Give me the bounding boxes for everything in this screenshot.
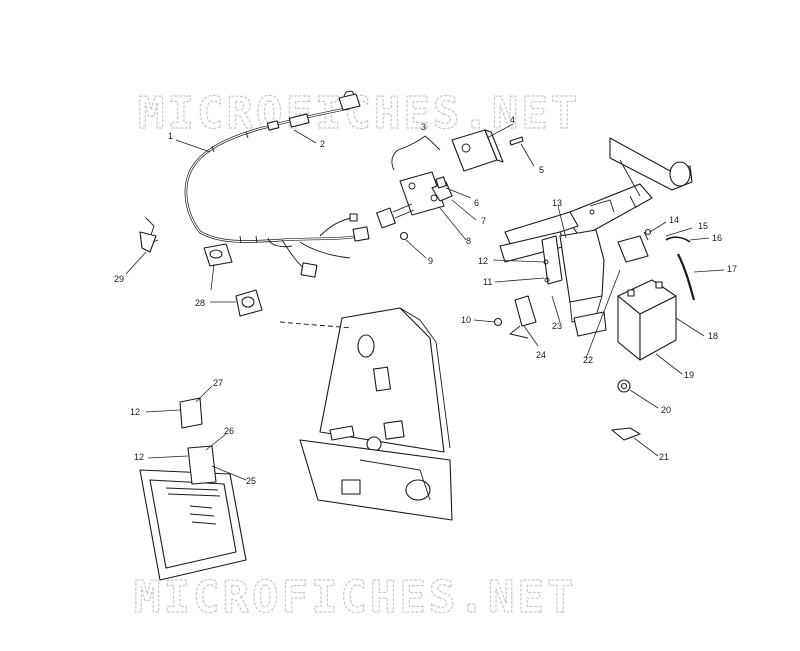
callout-27: 27 bbox=[213, 378, 223, 388]
callout-23: 23 bbox=[552, 321, 562, 331]
callout-22: 22 bbox=[583, 355, 593, 365]
leader-lines bbox=[125, 123, 725, 481]
callout-28: 28 bbox=[195, 298, 205, 308]
callout-2: 2 bbox=[320, 139, 325, 149]
callout-12-lower: 12 bbox=[134, 452, 144, 462]
tail-light-assembly bbox=[376, 129, 524, 241]
callout-29: 29 bbox=[114, 274, 124, 284]
callout-10: 10 bbox=[461, 315, 471, 325]
callout-16: 16 bbox=[712, 233, 722, 243]
callout-24: 24 bbox=[536, 350, 546, 360]
callout-18: 18 bbox=[708, 331, 718, 341]
callout-6: 6 bbox=[474, 198, 479, 208]
callout-5: 5 bbox=[539, 165, 544, 175]
battery-bracket bbox=[493, 229, 607, 339]
callout-7: 7 bbox=[481, 216, 486, 226]
callout-3: 3 bbox=[421, 122, 426, 132]
mud-flap-ribs bbox=[165, 487, 221, 525]
callout-17: 17 bbox=[727, 264, 737, 274]
vehicle-frame bbox=[499, 137, 693, 263]
callout-4: 4 bbox=[510, 115, 515, 125]
watermark-top: MICROFICHES.NET bbox=[138, 88, 580, 139]
callout-15: 15 bbox=[698, 221, 708, 231]
callout-25: 25 bbox=[246, 476, 256, 486]
small-parts bbox=[139, 217, 263, 317]
callout-12-upper: 12 bbox=[478, 256, 488, 266]
callout-1: 1 bbox=[168, 131, 173, 141]
callout-20: 20 bbox=[661, 405, 671, 415]
battery-cables bbox=[611, 228, 696, 441]
callout-8: 8 bbox=[466, 236, 471, 246]
callout-labels: 1 2 3 4 5 6 7 8 9 10 11 12 12 12 13 14 1… bbox=[114, 115, 737, 486]
watermark-bottom: MICROFICHES.NET bbox=[134, 572, 576, 623]
callout-9: 9 bbox=[428, 256, 433, 266]
rear-panel bbox=[279, 307, 453, 521]
battery bbox=[617, 235, 677, 361]
callout-14: 14 bbox=[669, 215, 679, 225]
callout-19: 19 bbox=[684, 370, 694, 380]
mud-flap-assembly bbox=[139, 397, 247, 581]
callout-12-left: 12 bbox=[130, 407, 140, 417]
wiring-harness bbox=[184, 90, 370, 278]
callout-11: 11 bbox=[483, 277, 492, 287]
callout-13: 13 bbox=[552, 198, 562, 208]
callout-21: 21 bbox=[659, 452, 669, 462]
harness-tape-marks bbox=[211, 131, 258, 244]
callout-26: 26 bbox=[224, 426, 234, 436]
